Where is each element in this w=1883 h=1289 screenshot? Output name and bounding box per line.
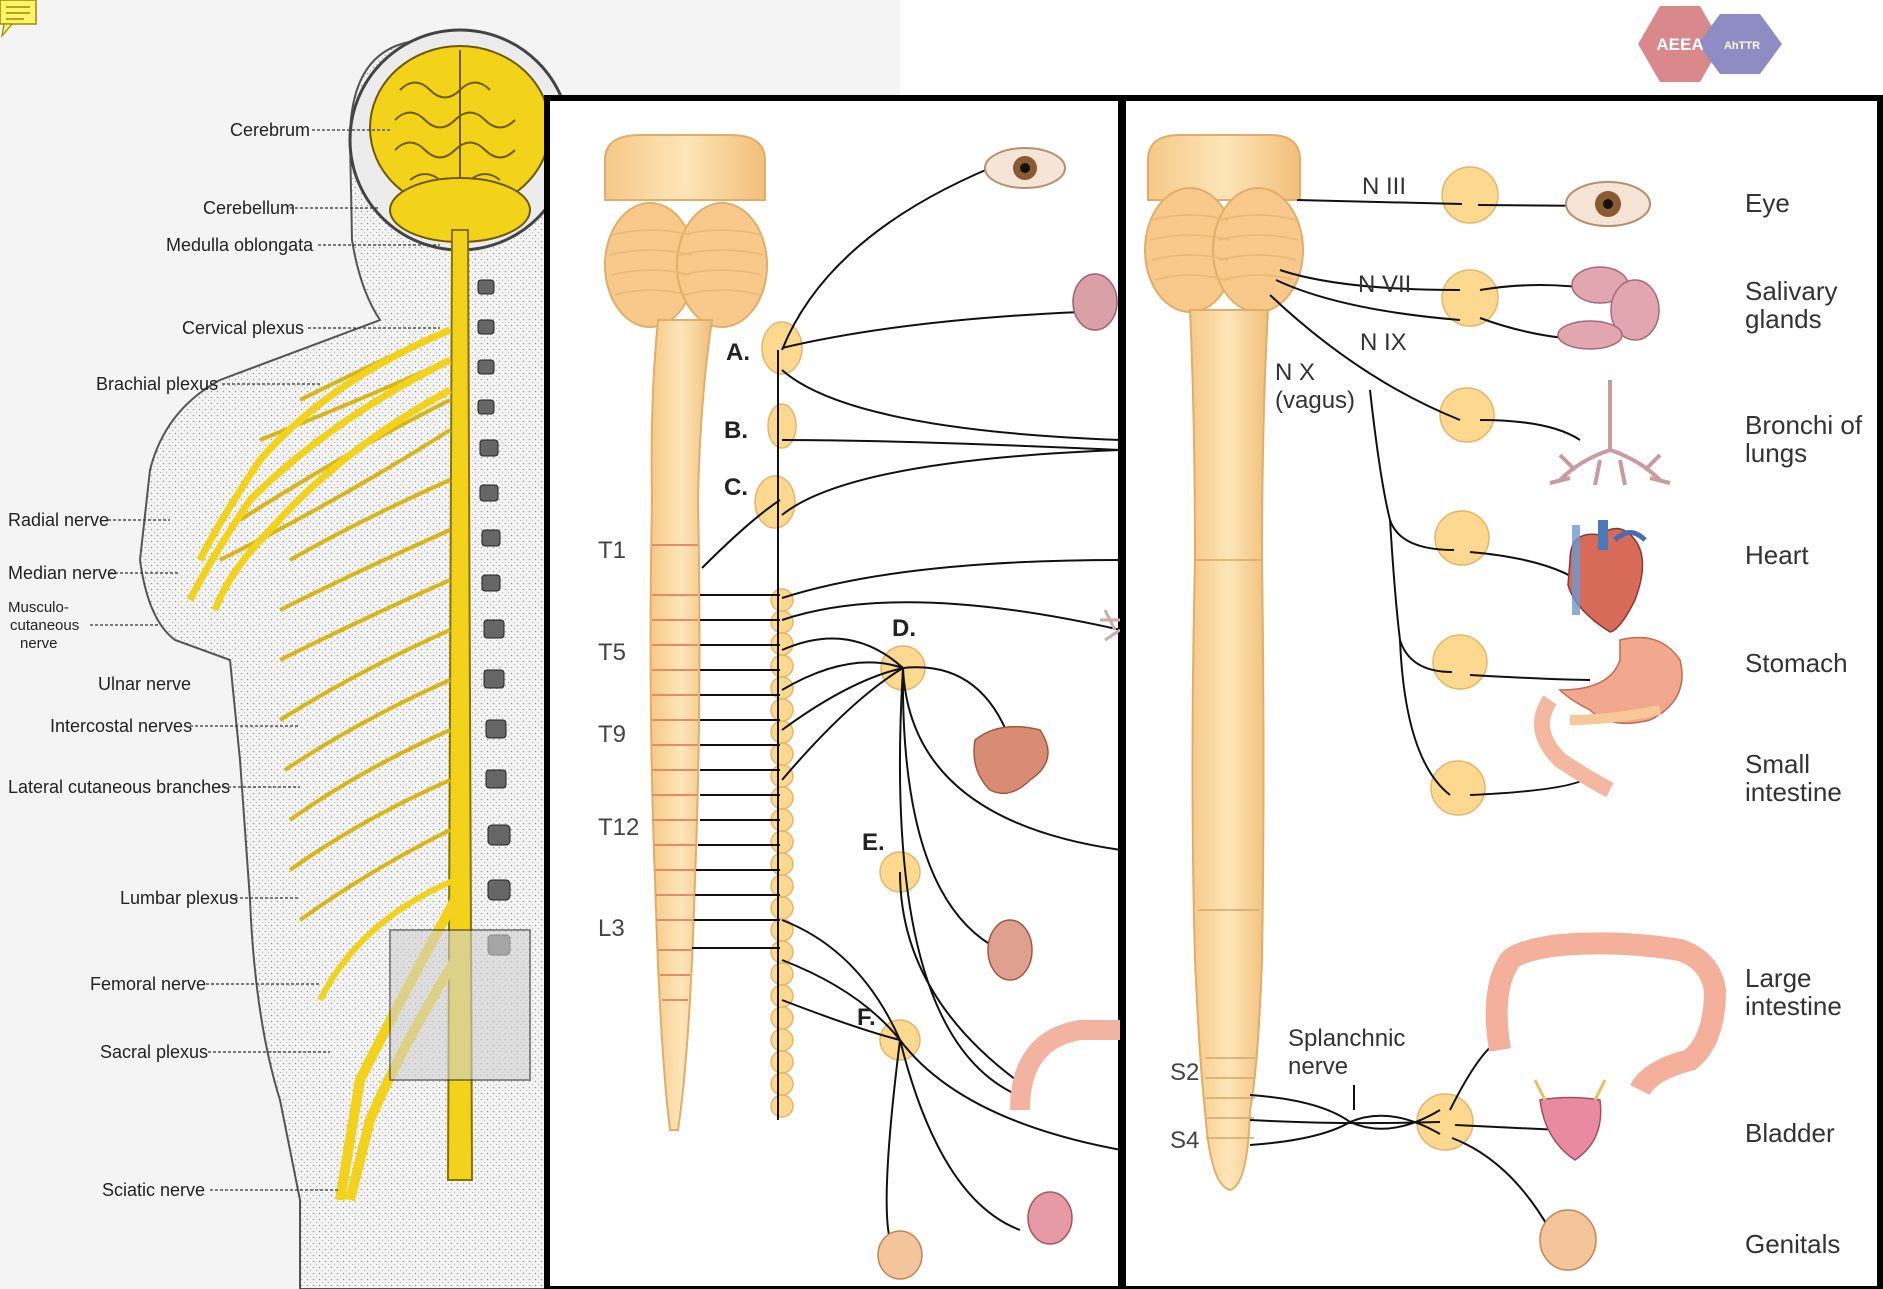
label-organ-eye: Eye bbox=[1745, 188, 1790, 218]
bladder-icon-middle bbox=[1028, 1192, 1072, 1244]
label-femoral-nerve: Femoral nerve bbox=[90, 974, 206, 994]
label-musculocutaneous-2: cutaneous bbox=[10, 617, 79, 634]
label-organ-large-1: Large bbox=[1745, 963, 1812, 993]
label-cerebellum: Cerebellum bbox=[203, 198, 295, 218]
label-vagus: (vagus) bbox=[1275, 387, 1355, 414]
label-segment-t1: T1 bbox=[598, 537, 626, 564]
label-organ-stomach: Stomach bbox=[1745, 648, 1848, 678]
label-ganglion-d: D. bbox=[892, 615, 916, 642]
label-segment-t9: T9 bbox=[598, 721, 626, 748]
label-segment-s4: S4 bbox=[1170, 1127, 1199, 1154]
label-cervical-plexus: Cervical plexus bbox=[182, 318, 304, 338]
label-medulla-oblongata: Medulla oblongata bbox=[166, 235, 314, 255]
label-lumbar-plexus: Lumbar plexus bbox=[120, 888, 238, 908]
salivary-gland-icon bbox=[1073, 274, 1117, 330]
label-ganglion-f: F. bbox=[857, 1004, 876, 1031]
label-segment-l3: L3 bbox=[598, 915, 625, 942]
label-ganglion-a: A. bbox=[726, 339, 750, 366]
label-n9: N IX bbox=[1360, 329, 1407, 356]
eye-icon-right bbox=[1566, 182, 1650, 226]
genitals-icon bbox=[1540, 1210, 1596, 1270]
label-ganglion-b: B. bbox=[724, 417, 748, 444]
label-sacral-plexus: Sacral plexus bbox=[100, 1042, 208, 1062]
right-brain-top bbox=[1148, 135, 1300, 200]
sympathetic-panel: A. B. C. D. E. F. T1 T5 T9 T12 L3 bbox=[547, 98, 1121, 1289]
label-organ-large-2: intestine bbox=[1745, 991, 1842, 1021]
kidney-icon bbox=[988, 920, 1032, 980]
label-ganglion-e: E. bbox=[862, 829, 885, 856]
label-sciatic-nerve: Sciatic nerve bbox=[102, 1180, 205, 1200]
label-splanchnic-2: nerve bbox=[1288, 1053, 1348, 1080]
label-organ-small-1: Small bbox=[1745, 749, 1810, 779]
label-lateral-cutaneous: Lateral cutaneous branches bbox=[8, 777, 230, 797]
label-musculocutaneous-3: nerve bbox=[20, 635, 58, 652]
label-ulnar-nerve: Ulnar nerve bbox=[98, 674, 191, 694]
parasympathetic-panel: N III N VII N IX N X (vagus) Splanchnic … bbox=[1123, 98, 1880, 1289]
logo-text-left: AEEA bbox=[1656, 35, 1703, 54]
label-radial-nerve: Radial nerve bbox=[8, 510, 109, 530]
label-segment-t5: T5 bbox=[598, 639, 626, 666]
label-intercostal-nerves: Intercostal nerves bbox=[50, 716, 192, 736]
label-organ-bladder: Bladder bbox=[1745, 1118, 1835, 1148]
mid-brain-top bbox=[605, 135, 765, 200]
label-organ-salivary-2: glands bbox=[1745, 304, 1822, 334]
label-n3: N III bbox=[1362, 173, 1406, 200]
label-organ-heart: Heart bbox=[1745, 540, 1809, 570]
genitals-icon-middle bbox=[878, 1231, 922, 1279]
label-musculocutaneous-1: Musculo- bbox=[8, 599, 69, 616]
label-splanchnic-1: Splanchnic bbox=[1288, 1025, 1405, 1052]
label-segment-s2: S2 bbox=[1170, 1059, 1199, 1086]
pelvis-shape bbox=[390, 930, 530, 1080]
eye-icon bbox=[985, 148, 1065, 188]
label-cerebrum: Cerebrum bbox=[230, 120, 310, 140]
label-organ-bronchi-1: Bronchi of bbox=[1745, 410, 1863, 440]
aeea-logo[interactable]: AEEA AhTTR bbox=[1638, 6, 1782, 82]
label-organ-small-2: intestine bbox=[1745, 777, 1842, 807]
label-organ-salivary-1: Salivary bbox=[1745, 276, 1837, 306]
label-ganglion-c: C. bbox=[724, 474, 748, 501]
label-organ-genitals: Genitals bbox=[1745, 1229, 1840, 1259]
label-segment-t12: T12 bbox=[598, 814, 639, 841]
label-organ-bronchi-2: lungs bbox=[1745, 438, 1807, 468]
label-median-nerve: Median nerve bbox=[8, 563, 117, 583]
logo-text-right: AhTTR bbox=[1724, 40, 1760, 52]
label-n10: N X bbox=[1275, 359, 1315, 386]
label-brachial-plexus: Brachial plexus bbox=[96, 374, 218, 394]
label-n7: N VII bbox=[1358, 271, 1411, 298]
